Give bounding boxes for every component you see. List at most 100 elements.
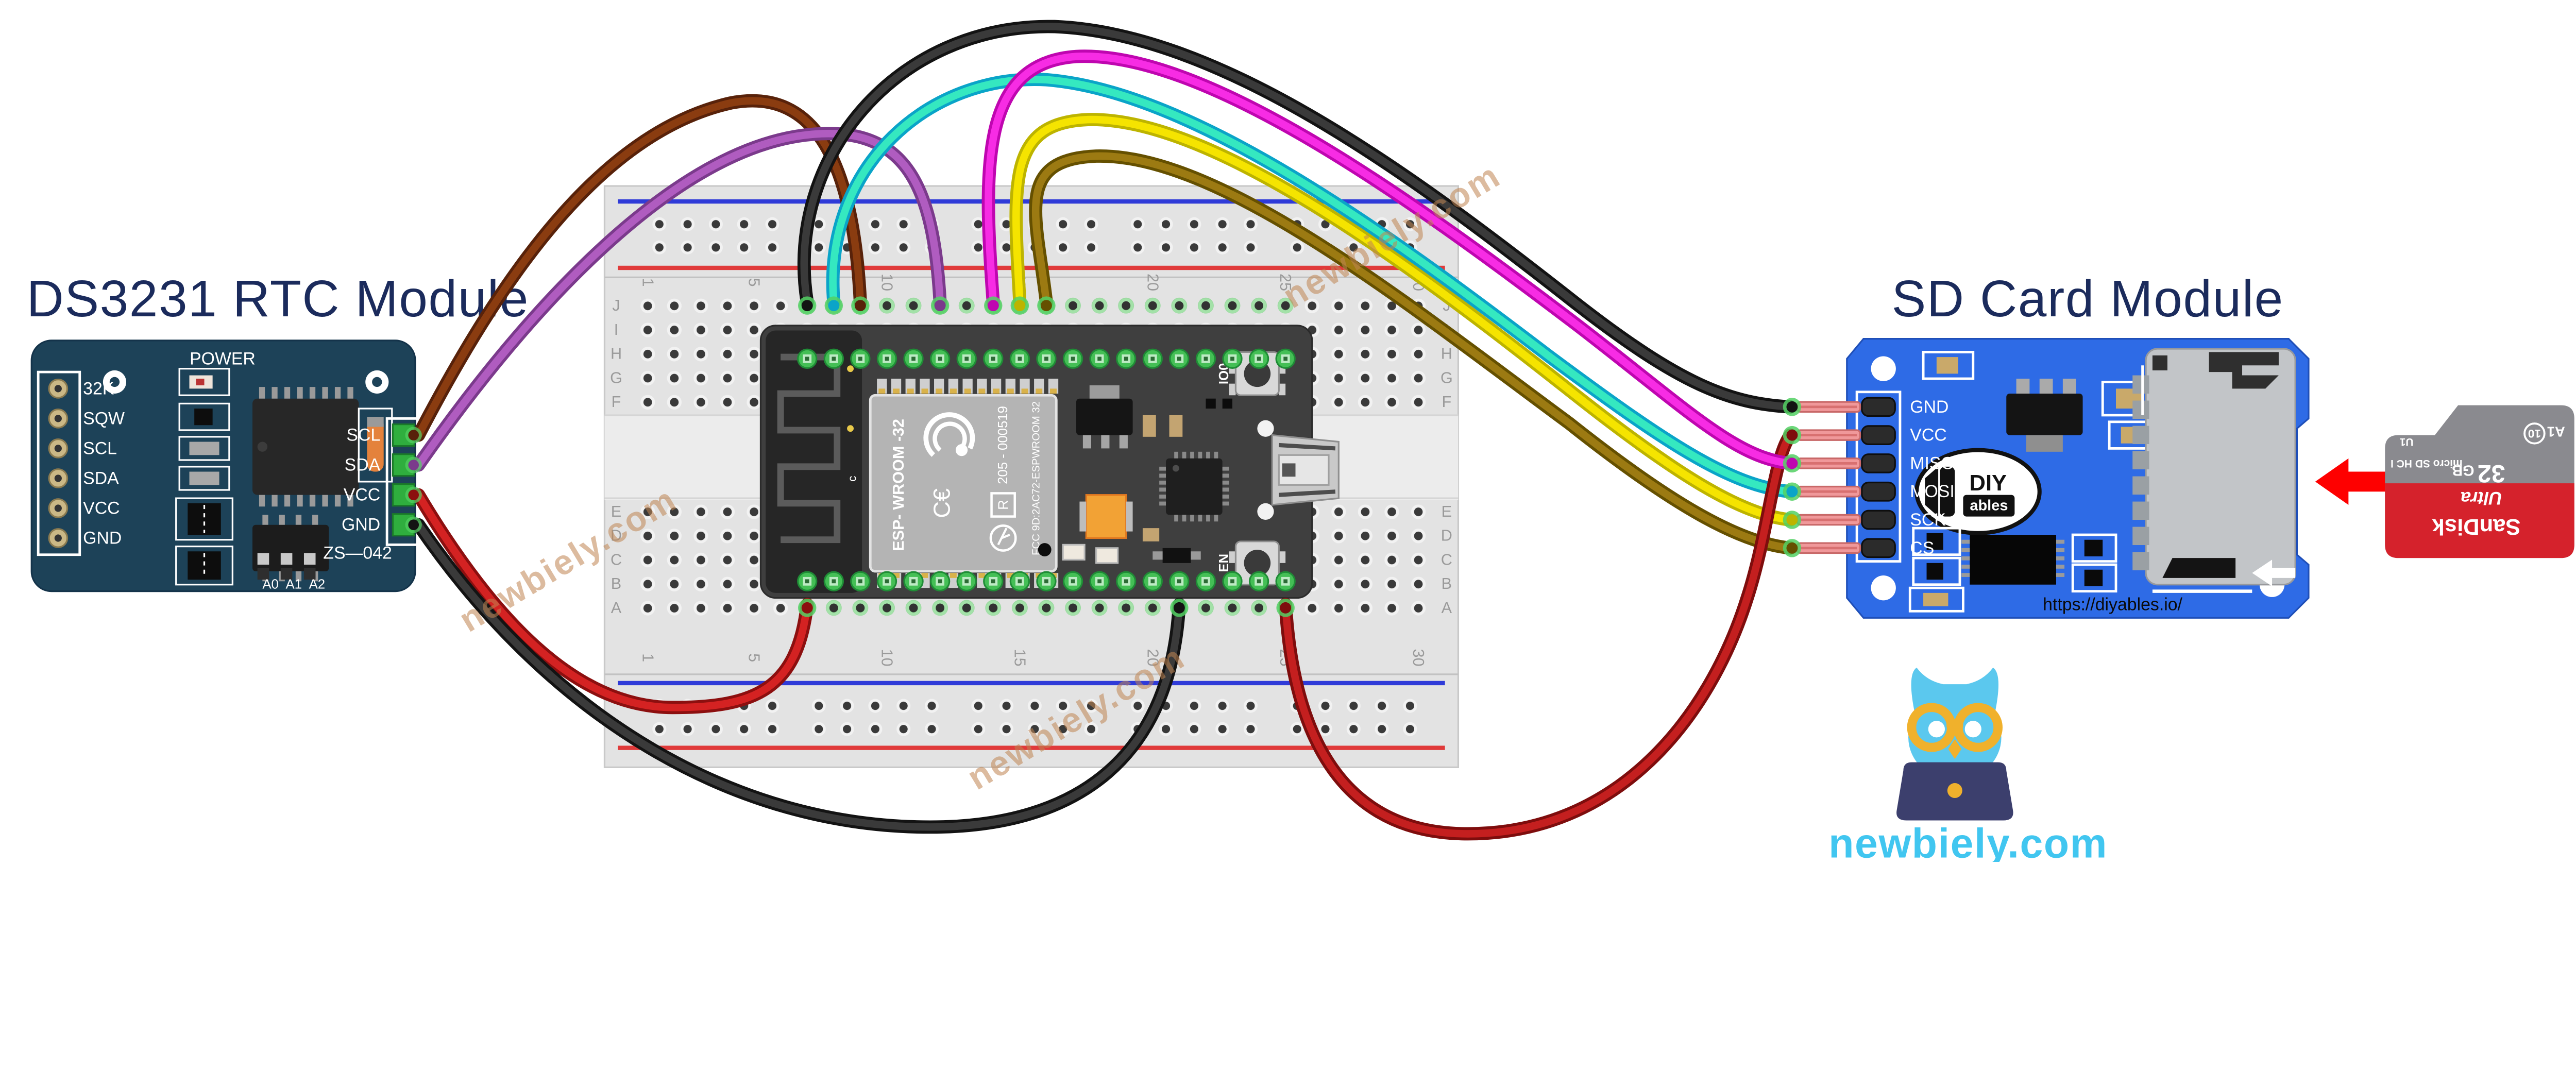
- chip-leg: [2056, 573, 2065, 577]
- row-letter: F: [1442, 393, 1452, 411]
- espressif-wifi-logo: [923, 412, 975, 457]
- micro-sd-card: SanDisk Ultra 32 GB micro SD HC I U1 10 …: [2385, 405, 2574, 558]
- rtc-pin-label: SDA: [345, 455, 381, 475]
- chip-leg: [295, 571, 302, 582]
- row-letter: J: [612, 297, 620, 314]
- diyables-url: https://diyables.io/: [2043, 595, 2182, 614]
- row-letter: E: [611, 503, 621, 520]
- address-pin-label: A0: [262, 578, 279, 592]
- col-number: 10: [878, 649, 895, 667]
- rtc-address-pads: A0 A1 A2: [257, 553, 326, 592]
- chip-leg: [2056, 556, 2065, 561]
- sd-regulator: [2006, 379, 2083, 452]
- chip-leg: [2056, 548, 2065, 552]
- rtc-pin-label: SDA: [83, 468, 119, 488]
- owl-beak: [1948, 739, 1962, 759]
- sd-pin-label: CS: [1910, 538, 1934, 558]
- chip-leg: [297, 495, 303, 507]
- wiring-diagram: DS3231 RTC Module SD Card Module J I H G…: [27, 20, 2574, 862]
- chip-leg: [322, 495, 328, 507]
- wire-connection-dots: [405, 296, 1802, 617]
- esp32-serial: 205 - 000519: [996, 406, 1010, 484]
- card-capacity: 32: [2478, 460, 2505, 487]
- card-type-logo: micro SD HC I: [2391, 457, 2463, 469]
- rtc-passives: [175, 368, 233, 586]
- sd-card-module: DIY ables https://diyables.io/: [1796, 338, 2310, 619]
- rtc-pin-label: GND: [342, 515, 380, 535]
- wire-sd-miso: [981, 49, 1798, 470]
- card-red-band: [2385, 483, 2574, 558]
- top-rail-red-line: [618, 265, 1445, 270]
- shield-dot: [1038, 543, 1052, 556]
- row-letter: C: [611, 551, 622, 568]
- chip-leg: [1961, 573, 1970, 577]
- rtc-pin-label: GND: [83, 528, 122, 548]
- chip-leg: [259, 495, 265, 507]
- col-number: 1: [639, 278, 656, 287]
- esp32-pin-pads: [797, 348, 1296, 591]
- sd-pin-label: MISO: [1910, 453, 1954, 473]
- wire-rtc-sda: [412, 127, 947, 472]
- wire-sd-gnd: [798, 20, 1798, 414]
- rtc-pin-label: SCL: [346, 426, 380, 445]
- wire-rtc-scl: [412, 94, 867, 442]
- row-letters-left: J I H G F E D C B A: [610, 297, 622, 617]
- chip-leg: [259, 387, 265, 399]
- col-number: 5: [745, 653, 763, 662]
- rtc-module-title: DS3231 RTC Module: [27, 270, 529, 328]
- jumper-wires: [412, 20, 1798, 841]
- rtc-pin-label: 32K: [83, 379, 114, 398]
- esp32-board: c ESP- WROOM -32 C€ 205 - 000519 R FCC 9…: [759, 325, 1340, 599]
- card-series: Ultra: [2461, 488, 2502, 508]
- wire-sd-sck: [1009, 113, 1798, 527]
- col-number: 5: [745, 278, 763, 287]
- diyables-logo: DIY ables: [1914, 448, 2042, 535]
- row-letter: E: [1442, 503, 1452, 520]
- slot-contact: [2132, 451, 2149, 470]
- recycle-mark: [989, 524, 1017, 552]
- row-letter: I: [614, 321, 619, 338]
- sd-pin-label: GND: [1910, 397, 1948, 417]
- col-number: 25: [1277, 274, 1294, 291]
- row-letter: B: [1442, 575, 1452, 592]
- slot-contact: [2132, 476, 2149, 495]
- col-number: 20: [1144, 649, 1161, 667]
- sd-level-shifter-chip: [1961, 535, 2065, 585]
- row-letter: H: [1441, 345, 1452, 363]
- slot-contact: [2132, 375, 2149, 394]
- column-numbers-top: 1 5 10 15 20 25 30: [639, 274, 1427, 291]
- capacitor: [1085, 494, 1127, 539]
- chip-leg: [312, 515, 318, 525]
- sd-pin-label: SCK: [1910, 510, 1946, 530]
- row-letter: D: [1441, 527, 1452, 545]
- rtc-model-label: ZS—042: [323, 543, 392, 563]
- card-uhs-mark: U1: [2399, 436, 2413, 448]
- rtc-pin-label: SCL: [83, 438, 117, 458]
- slot-contact: [2132, 527, 2149, 546]
- slot-contact: [2132, 501, 2149, 520]
- chip-leg: [1961, 565, 1970, 569]
- bottom-rail-blue-line: [618, 681, 1445, 686]
- chip-leg: [1961, 556, 1970, 561]
- card-brand: SanDisk: [2432, 514, 2521, 539]
- power-label: POWER: [190, 349, 256, 368]
- chip-leg: [1961, 539, 1970, 544]
- site-name: newbiely.com: [1828, 821, 2108, 862]
- chip-leg: [322, 387, 328, 399]
- antenna-label: c: [845, 476, 858, 482]
- wire-sd-cs: [1029, 149, 1798, 555]
- col-number: 10: [878, 274, 895, 291]
- sd-pin-label: MOSI: [1910, 482, 1954, 501]
- sd-header-pins: GND VCC MISO MOSI SCK CS: [1796, 391, 1955, 563]
- esp32-mcu-chip: [1159, 451, 1229, 522]
- fcc-label: FCC 9D:2AC72-ESPWROOM 32: [1031, 401, 1042, 555]
- chip-leg: [272, 387, 278, 399]
- rtc-module: POWER ZS—042 A0 A1 A2: [30, 340, 422, 592]
- r-certification-mark: R: [995, 500, 1011, 510]
- micro-usb-port: [1257, 420, 1340, 520]
- row-letter: G: [610, 369, 622, 386]
- wire-sd-mosi: [826, 73, 1798, 499]
- slot-contact: [2132, 426, 2149, 445]
- address-pin-label: A2: [309, 578, 326, 592]
- ce-mark: C€: [928, 488, 955, 518]
